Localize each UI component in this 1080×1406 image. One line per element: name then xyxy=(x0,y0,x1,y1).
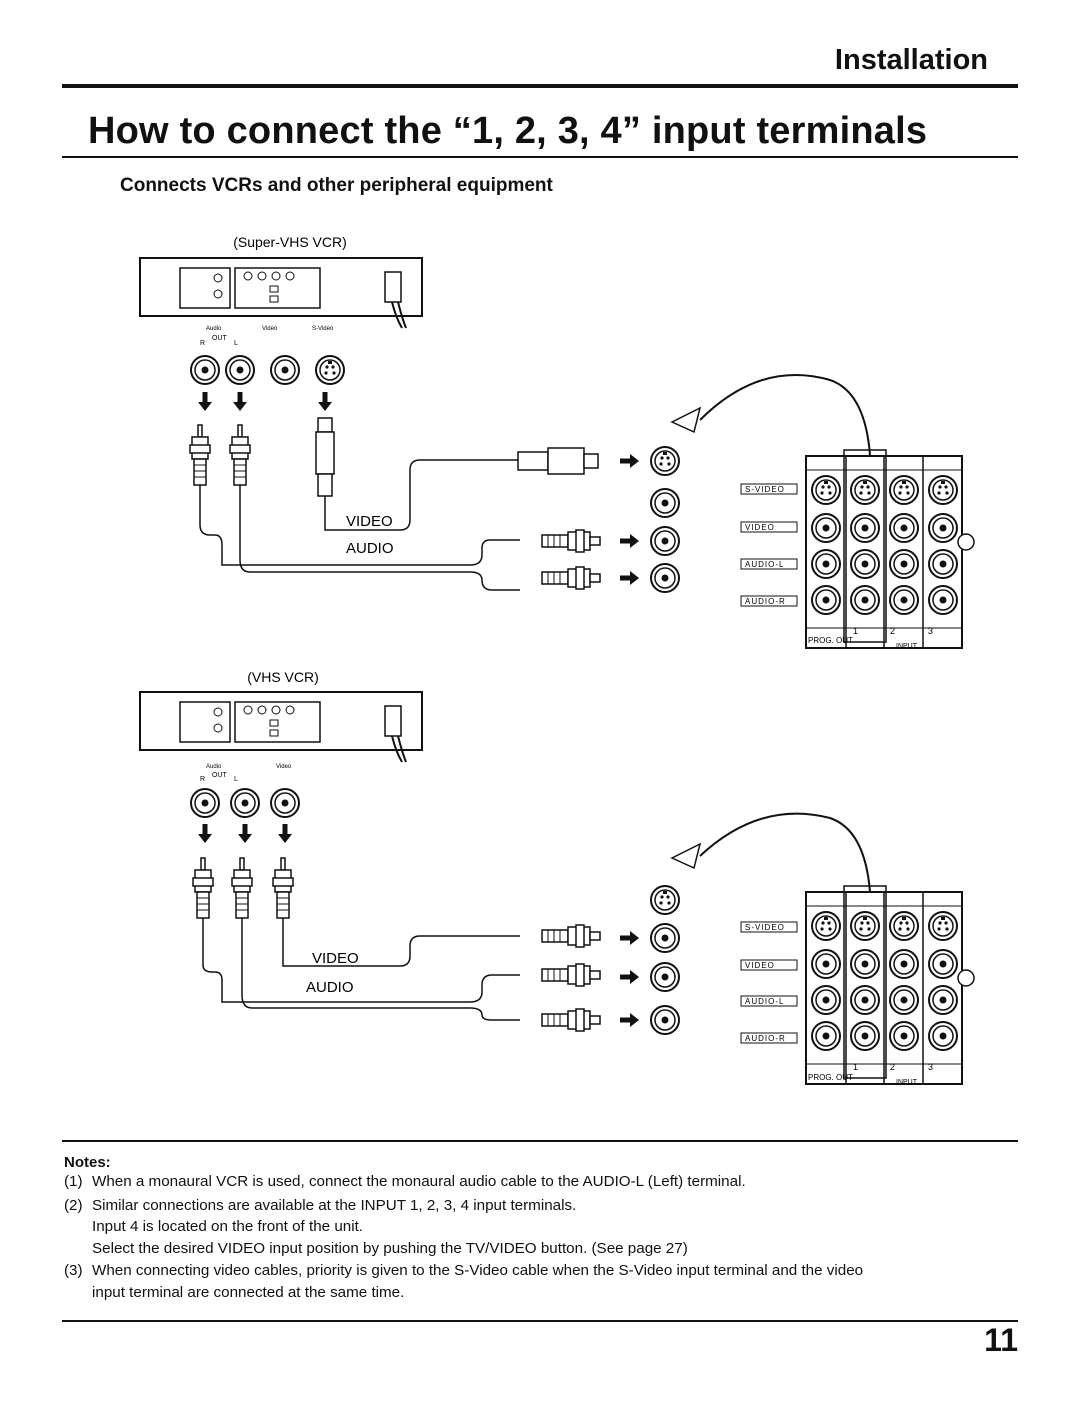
svhs-vcr-label: (Super-VHS VCR) xyxy=(233,234,347,250)
down-arrow-icon xyxy=(318,392,332,411)
rca-plug-icon xyxy=(541,529,601,553)
vhs-jack-video-label: Video xyxy=(276,764,292,770)
tv-video-jack xyxy=(650,923,680,953)
vhs-jack-out-label: OUT xyxy=(212,772,228,779)
rca-plug-icon xyxy=(541,1008,601,1032)
panel-number-2: 2 xyxy=(890,626,895,636)
tv-video-jack xyxy=(650,488,680,518)
panel-svideo-label: S-VIDEO xyxy=(745,485,785,494)
panel-svideo-label: S-VIDEO xyxy=(745,923,785,932)
page-number: 11 xyxy=(984,1322,1018,1358)
note-item-continued: Select the desired VIDEO input position … xyxy=(92,1240,688,1257)
svideo-plug-horizontal-icon xyxy=(517,447,599,475)
panel-number-3: 3 xyxy=(928,626,933,636)
svideo-plug-icon xyxy=(315,417,335,497)
rca-plug-icon xyxy=(229,424,251,486)
vhs-jack-r-label: R xyxy=(200,776,205,783)
svhs-video-cable-label: VIDEO xyxy=(346,513,393,530)
panel-prog-out-label: PROG. OUT xyxy=(808,636,853,645)
right-arrow-icon xyxy=(620,454,639,468)
down-arrow-icon xyxy=(233,392,247,411)
note-item-continued: input terminal are connected at the same… xyxy=(92,1284,405,1301)
rca-plug-icon xyxy=(541,963,601,987)
page-title: How to connect the “1, 2, 3, 4” input te… xyxy=(88,110,928,152)
panel-input-label: INPUT xyxy=(896,1079,918,1086)
note-item: (2)Similar connections are available at … xyxy=(64,1197,577,1214)
down-arrow-icon xyxy=(278,824,292,843)
panel-video-label: VIDEO xyxy=(745,523,775,532)
svhs-audio-r-jack xyxy=(190,355,220,385)
tv-input-panel xyxy=(806,886,974,1084)
right-arrow-icon xyxy=(620,571,639,585)
rca-plug-icon xyxy=(189,424,211,486)
svhs-vcr-diagram: (Super-VHS VCR) Audio Video S-Video R OU… xyxy=(139,234,974,650)
tv-svideo-jack xyxy=(650,885,680,915)
tv-audio-r-jack xyxy=(650,1005,680,1035)
note-item: (1)When a monaural VCR is used, connect … xyxy=(64,1173,746,1190)
panel-audio-r-label: AUDIO-R xyxy=(745,1034,786,1043)
panel-input-label: INPUT xyxy=(896,643,918,650)
rca-plug-icon xyxy=(541,924,601,948)
panel-video-label: VIDEO xyxy=(745,961,775,970)
down-arrow-icon xyxy=(238,824,252,843)
svhs-jack-l-label: L xyxy=(234,340,238,347)
vhs-audio-l-jack xyxy=(230,788,260,818)
rca-plug-icon xyxy=(231,857,253,919)
notes-label: Notes: xyxy=(64,1154,111,1171)
panel-audio-l-label: AUDIO-L xyxy=(745,560,784,569)
panel-audio-r-label: AUDIO-R xyxy=(745,597,786,606)
tv-audio-l-jack xyxy=(650,526,680,556)
notes-rule xyxy=(62,1140,1018,1142)
right-arrow-icon xyxy=(620,1013,639,1027)
note-item: (3)When connecting video cables, priorit… xyxy=(64,1262,864,1279)
svhs-jack-svideo-label: S-Video xyxy=(312,326,334,332)
svhs-jack-r-label: R xyxy=(200,340,205,347)
footer-rule xyxy=(62,1320,1018,1322)
note-item-continued: Input 4 is located on the front of the u… xyxy=(92,1218,364,1235)
curved-arrow-icon xyxy=(670,842,702,870)
tv-svideo-jack xyxy=(650,446,680,476)
rca-plug-icon xyxy=(541,566,601,590)
right-arrow-icon xyxy=(620,534,639,548)
panel-audio-l-label: AUDIO-L xyxy=(745,997,784,1006)
vhs-audio-r-jack xyxy=(190,788,220,818)
vhs-video-cable-label: VIDEO xyxy=(312,950,359,967)
connection-diagram: (Super-VHS VCR) Audio Video S-Video R OU… xyxy=(139,234,1080,1086)
right-arrow-icon xyxy=(620,931,639,945)
tv-audio-l-jack xyxy=(650,962,680,992)
header-rule xyxy=(62,84,1018,88)
vhs-video-jack xyxy=(270,788,300,818)
panel-number-3: 3 xyxy=(928,1062,933,1072)
down-arrow-icon xyxy=(198,824,212,843)
vhs-jack-audio-label: Audio xyxy=(206,764,222,770)
right-arrow-icon xyxy=(620,970,639,984)
svhs-audio-l-jack xyxy=(225,355,255,385)
rca-plug-icon xyxy=(192,857,214,919)
tv-input-panel xyxy=(806,450,974,648)
tv-audio-r-jack xyxy=(650,563,680,593)
svhs-jack-video-label: Video xyxy=(262,326,278,332)
vhs-vcr-diagram: (VHS VCR) Audio Video R OUT L VIDEO AUDI… xyxy=(139,669,974,1086)
panel-number-1: 1 xyxy=(853,1062,858,1072)
svhs-svideo-jack xyxy=(315,355,345,385)
vhs-jack-l-label: L xyxy=(234,776,238,783)
panel-number-2: 2 xyxy=(890,1062,895,1072)
section-title: Installation xyxy=(834,44,988,76)
vhs-audio-cable-label: AUDIO xyxy=(306,979,354,996)
subheading: Connects VCRs and other peripheral equip… xyxy=(120,175,553,196)
panel-prog-out-label: PROG. OUT xyxy=(808,1073,853,1082)
svhs-audio-cable-label: AUDIO xyxy=(346,540,394,557)
svhs-video-jack xyxy=(270,355,300,385)
rca-plug-icon xyxy=(272,857,294,919)
svhs-vcr-icon xyxy=(139,257,423,329)
vhs-vcr-icon xyxy=(139,691,423,763)
svhs-jack-out-label: OUT xyxy=(212,335,228,342)
svhs-jack-audio-label: Audio xyxy=(206,326,222,332)
title-rule xyxy=(62,156,1018,158)
vhs-vcr-label: (VHS VCR) xyxy=(247,669,319,685)
panel-number-1: 1 xyxy=(853,626,858,636)
curved-arrow-icon xyxy=(670,406,702,434)
down-arrow-icon xyxy=(198,392,212,411)
